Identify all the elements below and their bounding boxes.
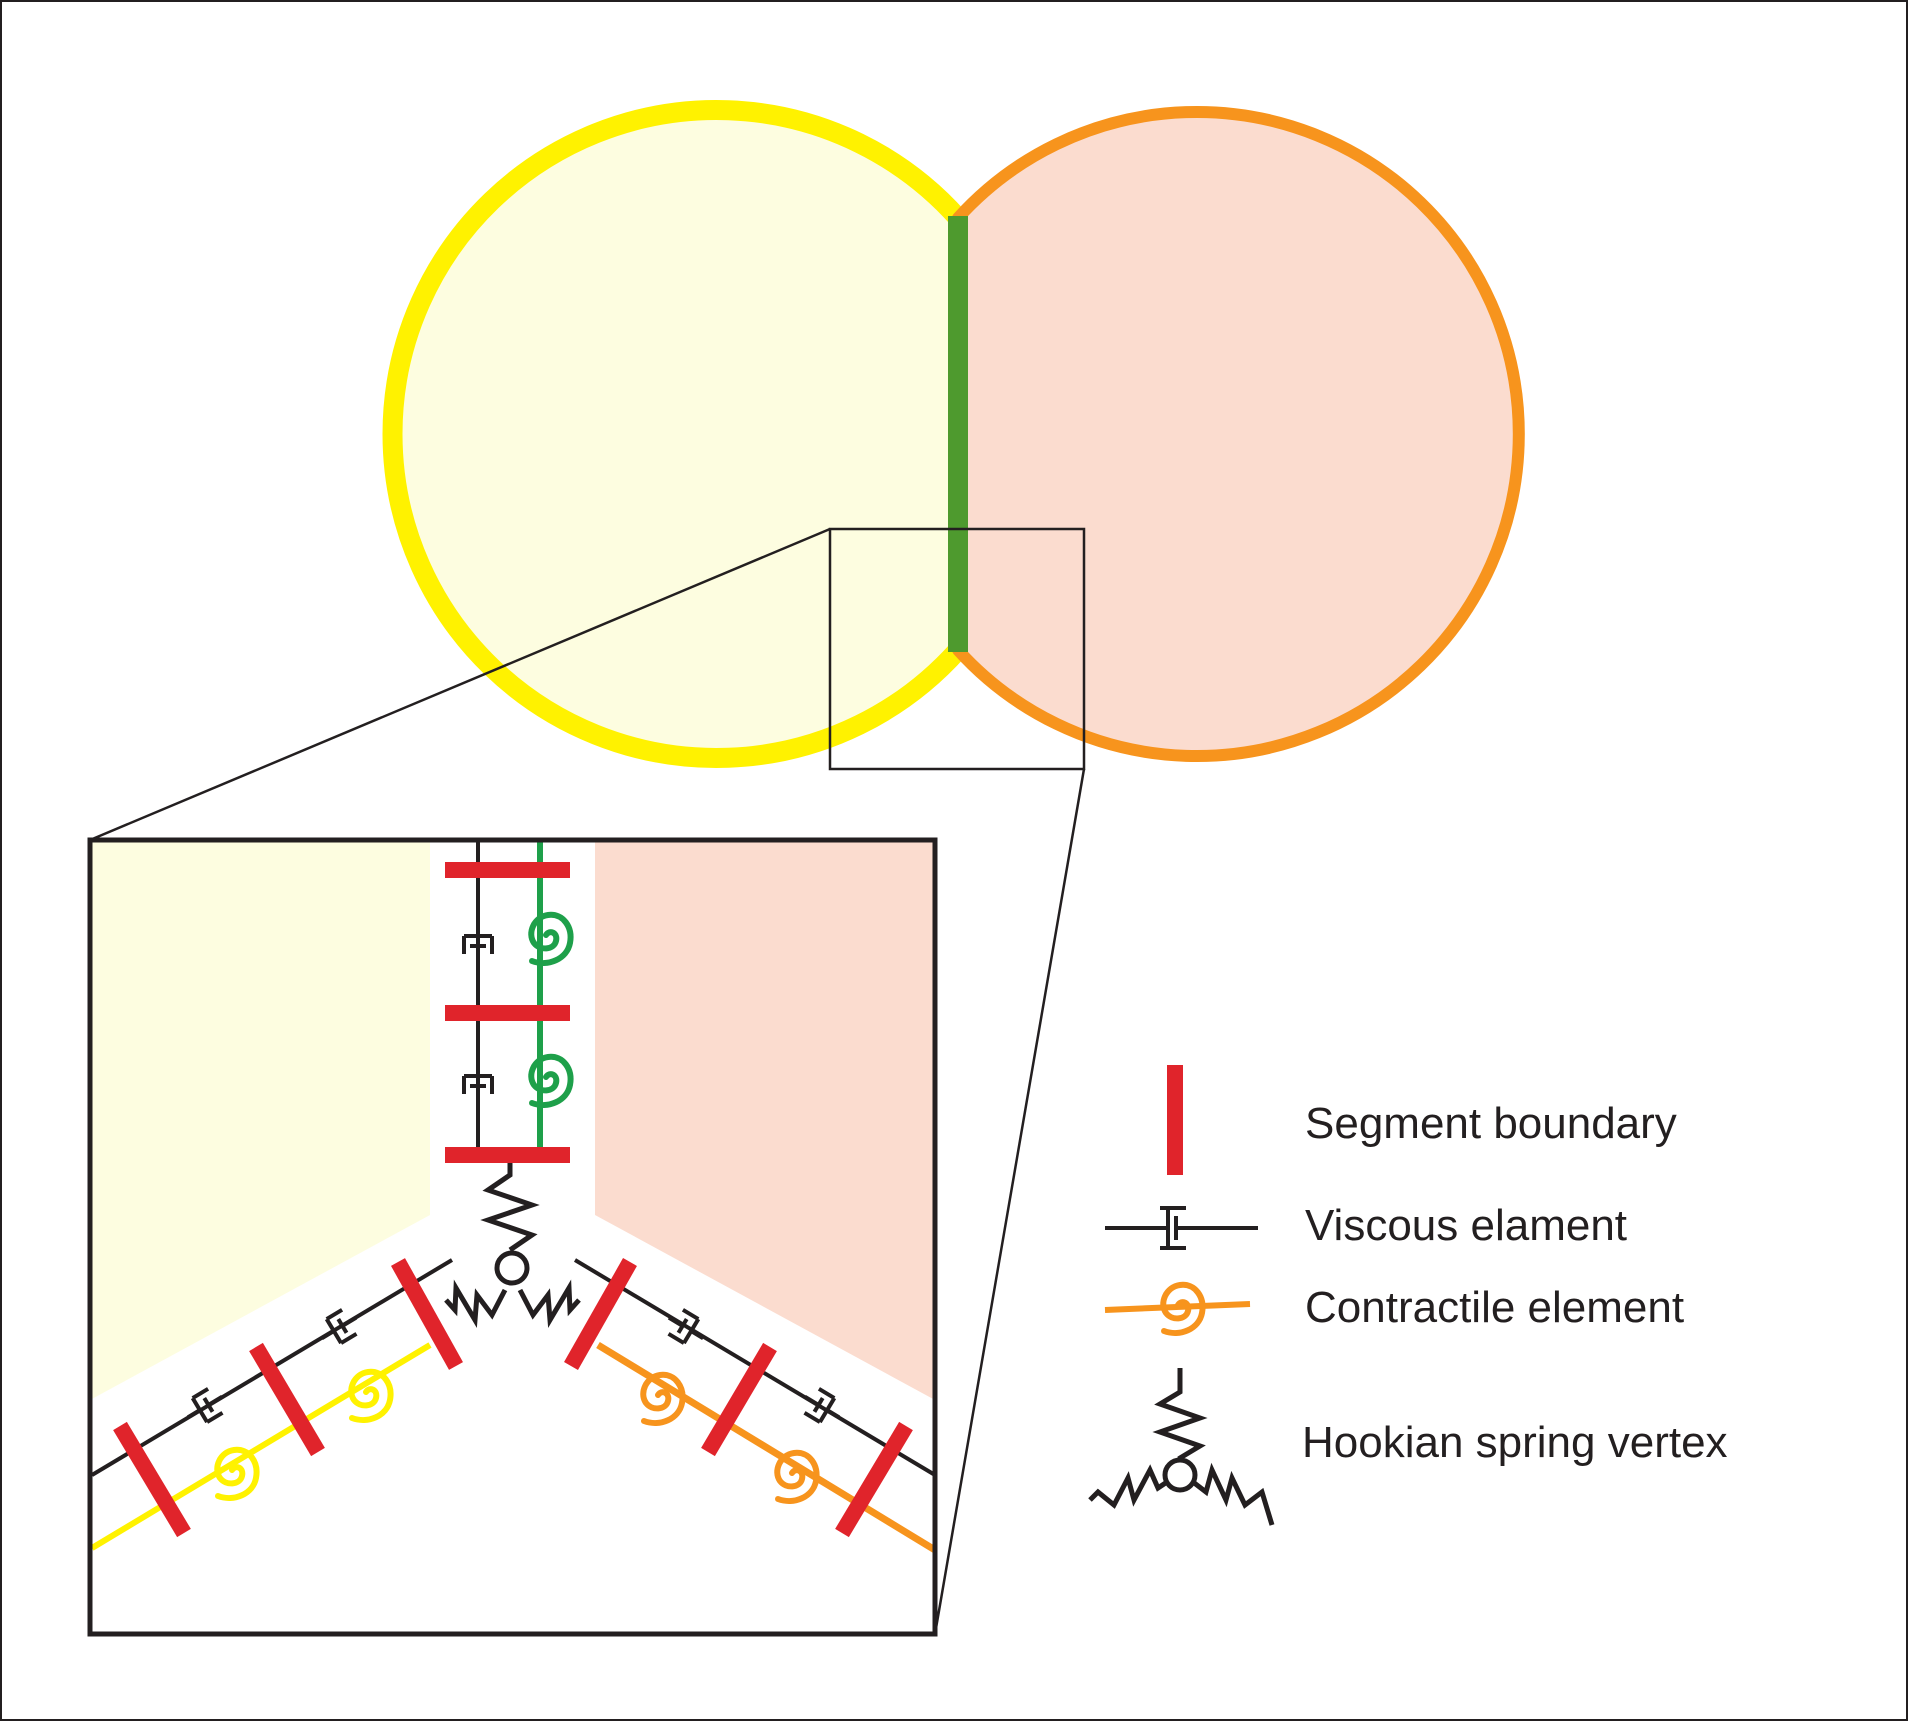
zoom-region-box [828,527,1086,771]
inset-vertex [494,1250,530,1286]
cell-pair [382,100,1525,768]
inset-right-cell-region [595,840,935,1400]
segment-boundary-mark [835,1421,913,1538]
inset-left-cell-region [90,840,430,1400]
segment-boundary-mark [249,1342,325,1457]
left-cell [382,100,968,768]
legend-contractile-label: Contractile element [1305,1283,1684,1332]
right-spring [517,1279,581,1329]
legend-segment-boundary-label: Segment boundary [1305,1099,1677,1148]
left-spring [444,1279,508,1329]
legend-spring-vertex-icon [1088,1368,1275,1526]
segment-boundary-mark [701,1342,777,1457]
segment-boundary-mark [113,1421,191,1538]
legend: Segment boundary Viscous elament Contrac… [1088,1065,1728,1526]
inset-zoom [87,837,938,1637]
legend-viscous-icon [1105,1206,1258,1250]
segment-boundary-mark [564,1258,637,1370]
legend-spring-vertex-label: Hookian spring vertex [1302,1418,1728,1467]
legend-viscous-label: Viscous elament [1305,1201,1627,1250]
legend-contractile-icon [1104,1285,1251,1333]
zoom-line-right [933,768,1086,1635]
vertical-spring [480,1155,540,1253]
zoom-line-left [89,527,831,842]
inset-frame [87,837,938,1637]
right-cell [952,106,1525,762]
segment-boundary-mark [391,1258,463,1370]
